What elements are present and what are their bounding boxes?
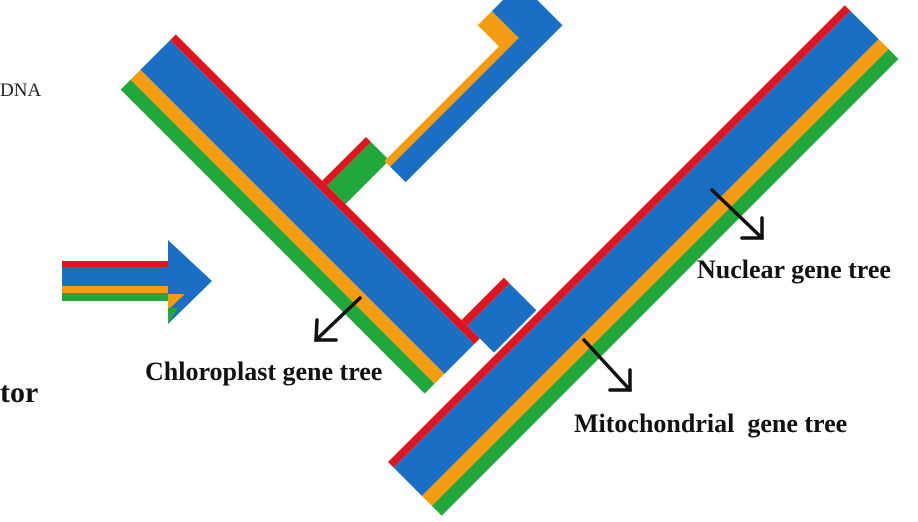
lower-connector-branch: [467, 283, 537, 353]
chloroplast-pointer-arrow-icon: [314, 296, 362, 342]
lower-connector-edge: [461, 277, 510, 326]
mitochondrial-pointer-arrow-icon: [582, 338, 632, 392]
chloroplast-outer-branch: [120, 34, 480, 394]
inner-right-branch: [384, 32, 535, 183]
tor-label-fragment: tor: [0, 376, 38, 409]
chloroplast-gene-tree-label: Chloroplast gene tree: [145, 357, 382, 386]
species-tree: [120, 0, 563, 394]
left-connector-edge: [322, 136, 371, 186]
dna-label-fragment: DNA: [0, 80, 41, 101]
nuclear-gene-tree-label: Nuclear gene tree: [697, 255, 891, 284]
nuclear-pointer-arrow-icon: [710, 188, 764, 240]
inheritance-arrow-icon: [62, 240, 212, 324]
main-trunk: [388, 5, 899, 516]
mitochondrial-gene-tree-label: Mitochondrial gene tree: [574, 409, 847, 438]
left-connector-branch: [327, 141, 390, 205]
